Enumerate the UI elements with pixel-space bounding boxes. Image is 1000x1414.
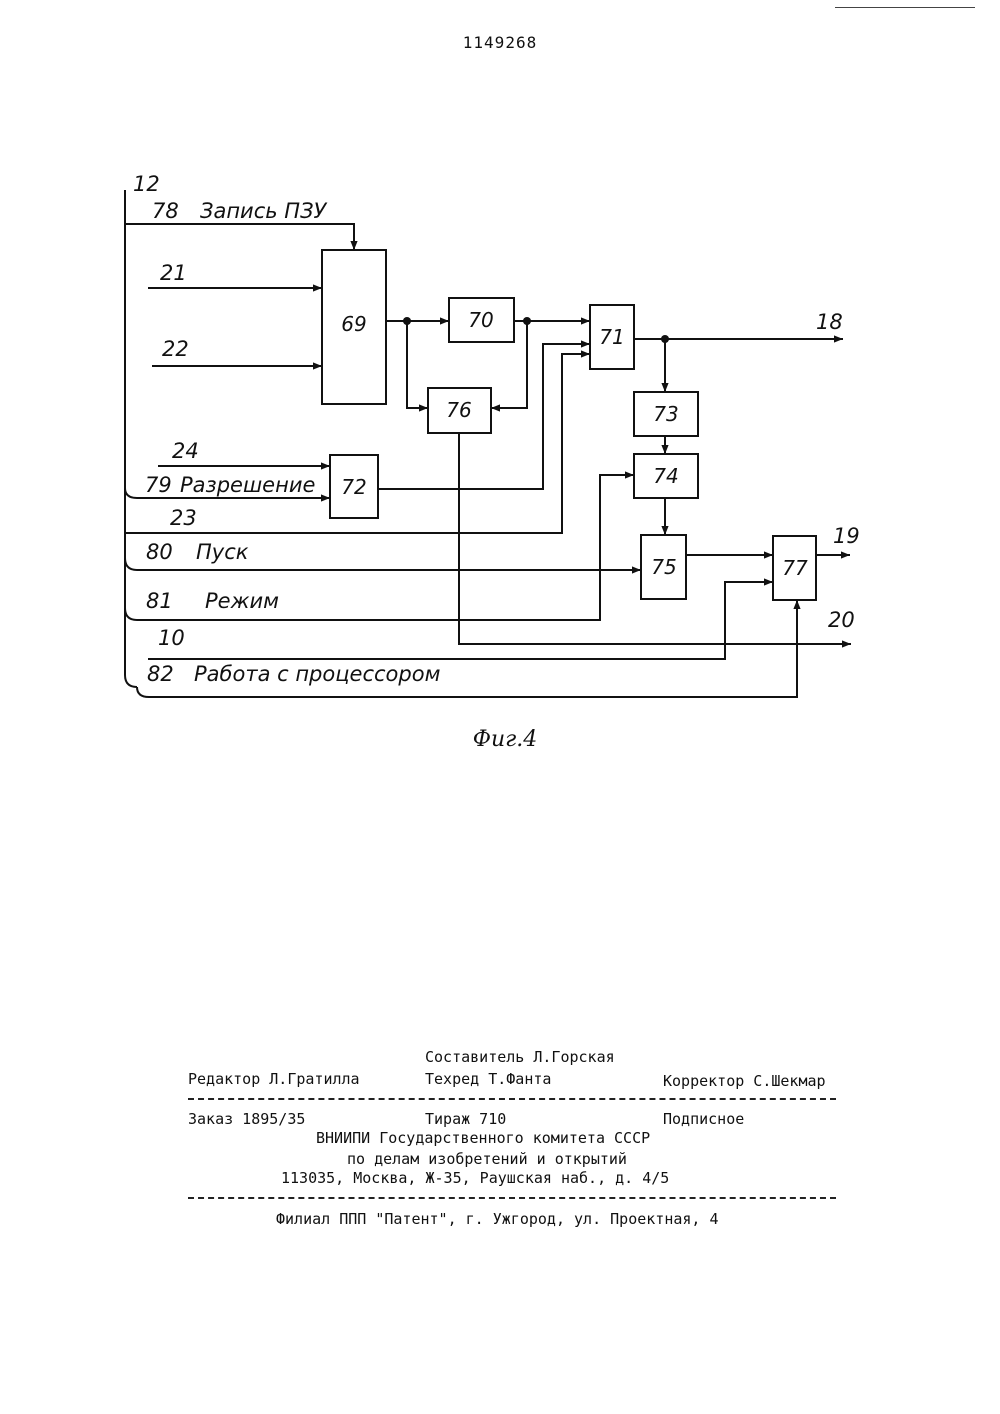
block-76-label: 76 <box>446 398 471 422</box>
label-24: 24 <box>172 439 199 463</box>
figure-caption: Фиг.4 <box>473 727 538 752</box>
imprint-composer: Составитель Л.Горская <box>425 1048 615 1066</box>
label-81-text: Режим <box>205 589 279 613</box>
imprint-order: Заказ 1895/35 <box>188 1110 305 1128</box>
imprint-org-line1: ВНИИПИ Государственного комитета СССР <box>316 1129 650 1147</box>
block-72-label: 72 <box>341 475 366 499</box>
label-80: 80 <box>146 540 173 564</box>
block-71-label: 71 <box>599 325 624 349</box>
bus-label: 12 <box>133 172 160 196</box>
block-75-label: 75 <box>651 555 676 579</box>
output-20-label: 20 <box>828 608 855 632</box>
output-19-label: 19 <box>833 524 860 548</box>
imprint-org-line2: по делам изобретений и открытий <box>347 1150 627 1168</box>
wire-69-76 <box>407 321 428 408</box>
block-77-label: 77 <box>782 556 808 580</box>
imprint-techred: Техред Т.Фанта <box>425 1070 551 1088</box>
wire-78 <box>125 224 354 250</box>
label-10: 10 <box>158 626 185 650</box>
label-82: 82 <box>147 662 174 686</box>
junction-dot <box>523 317 531 325</box>
block-70-label: 70 <box>468 308 493 332</box>
block-74-label: 74 <box>653 464 678 488</box>
label-81: 81 <box>146 589 173 613</box>
block-73-label: 73 <box>653 402 678 426</box>
separator-rule <box>188 1197 836 1199</box>
label-79-text: Разрешение <box>180 473 315 497</box>
imprint-subscription: Подписное <box>663 1110 744 1128</box>
label-78-text: Запись ПЗУ <box>200 199 328 223</box>
imprint-editor: Редактор Л.Гратилла <box>188 1070 360 1088</box>
label-79: 79 <box>145 473 172 497</box>
label-23: 23 <box>170 506 197 530</box>
label-80-text: Пуск <box>196 540 249 564</box>
separator-rule <box>188 1098 836 1100</box>
label-22: 22 <box>162 337 189 361</box>
imprint-circulation: Тираж 710 <box>425 1110 506 1128</box>
imprint-corrector: Корректор С.Шекмар <box>663 1072 826 1090</box>
label-78: 78 <box>152 199 179 223</box>
block-diagram: 69 70 71 72 73 74 75 76 77 12 78 Запись … <box>0 0 1000 800</box>
imprint-branch: Филиал ППП "Патент", г. Ужгород, ул. Про… <box>276 1210 719 1228</box>
junction-dot <box>403 317 411 325</box>
label-82-text: Работа с процессором <box>194 662 441 686</box>
imprint-address: 113035, Москва, Ж-35, Раушская наб., д. … <box>281 1169 669 1187</box>
block-69-label: 69 <box>341 312 366 336</box>
output-18-label: 18 <box>816 310 843 334</box>
junction-dot <box>661 335 669 343</box>
bus-12 <box>125 190 137 687</box>
label-21: 21 <box>160 261 187 285</box>
